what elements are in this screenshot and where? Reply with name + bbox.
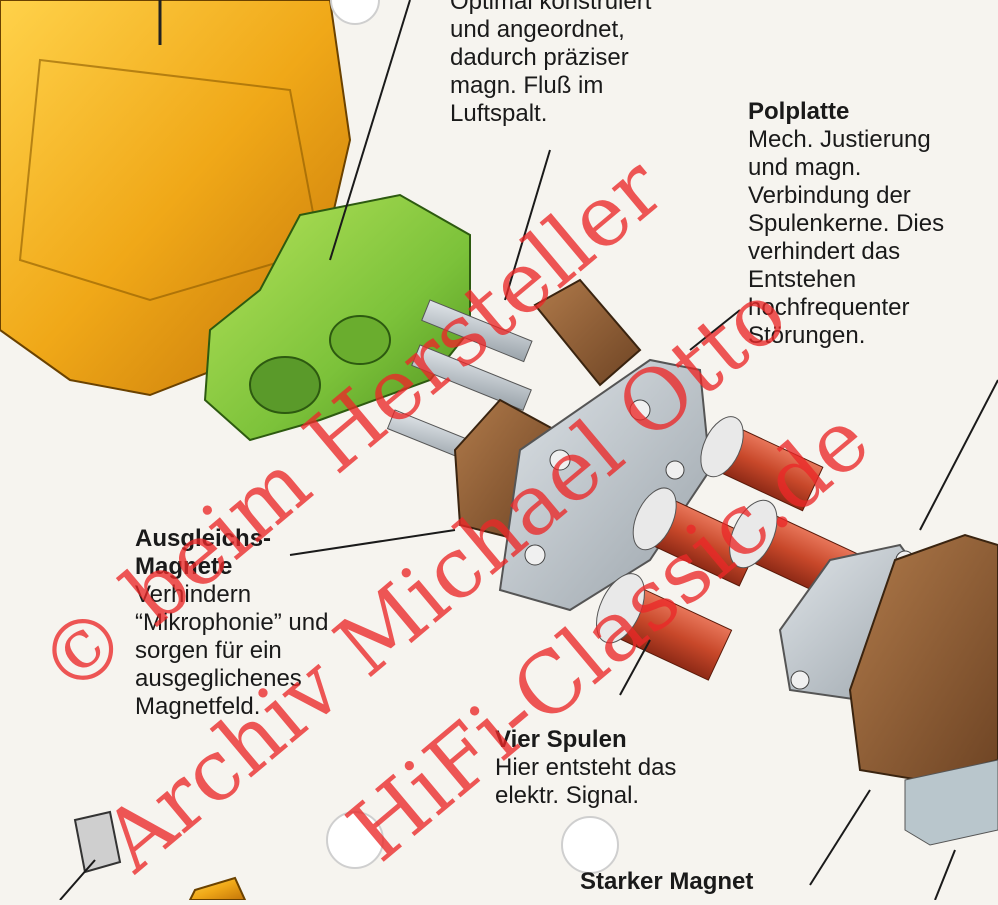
top-line: dadurch präziser xyxy=(450,44,651,72)
magnet-label: Starker Magnet xyxy=(580,868,753,896)
top-description: Optimal konstruiert und angeordnet, dadu… xyxy=(450,0,651,128)
polplatte-line: Verbindung der xyxy=(748,182,944,210)
ausgleich-line: Magnetfeld. xyxy=(135,693,328,721)
top-line: und angeordnet, xyxy=(450,16,651,44)
polplatte-line: hochfrequenter xyxy=(748,294,944,322)
ausgleich-line: Verhindern xyxy=(135,581,328,609)
polplatte-line: verhindert das xyxy=(748,238,944,266)
spulen-label: Vier Spulen Hier entsteht das elektr. Si… xyxy=(495,726,676,810)
ausgleich-line: sorgen für ein xyxy=(135,637,328,665)
polplatte-line: Entstehen xyxy=(748,266,944,294)
small-parts xyxy=(75,812,245,900)
ausgleich-title: Ausgleichs- xyxy=(135,525,328,553)
spulen-line: elektr. Signal. xyxy=(495,782,676,810)
polplatte-label: Polplatte Mech. Justierung und magn. Ver… xyxy=(748,98,944,350)
ausgleich-label: Ausgleichs- Magnete Verhindern “Mikropho… xyxy=(135,525,328,721)
polplatte-line: und magn. xyxy=(748,154,944,182)
spulen-line: Hier entsteht das xyxy=(495,754,676,782)
magnet-title: Starker Magnet xyxy=(580,868,753,896)
polplatte-title: Polplatte xyxy=(748,98,944,126)
top-line: Luftspalt. xyxy=(450,100,651,128)
pole-plate xyxy=(500,360,710,610)
ausgleich-title: Magnete xyxy=(135,553,328,581)
top-line: Optimal konstruiert xyxy=(450,0,651,16)
ausgleich-line: “Mikrophonie” und xyxy=(135,609,328,637)
polplatte-line: Störungen. xyxy=(748,322,944,350)
polplatte-line: Spulenkerne. Dies xyxy=(748,210,944,238)
top-line: magn. Fluß im xyxy=(450,72,651,100)
polplatte-line: Mech. Justierung xyxy=(748,126,944,154)
ausgleich-line: ausgeglichenes xyxy=(135,665,328,693)
spulen-title: Vier Spulen xyxy=(495,726,676,754)
